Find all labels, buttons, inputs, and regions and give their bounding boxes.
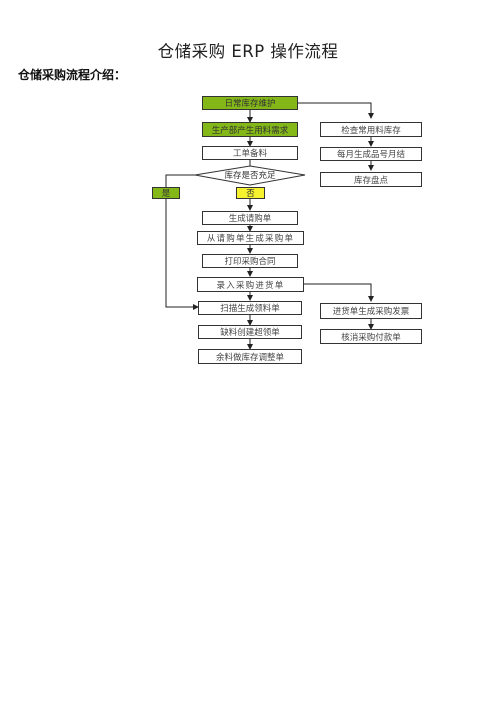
check-common-stock-box: 检查常用料库存 [320,122,422,137]
document-title: 仓储采购 ERP 操作流程 [157,42,339,61]
receipt-invoice-box: 进货单生成采购发票 [320,303,422,319]
surplus-adjust-box: 余料做库存调整单 [198,349,302,364]
scan-pick-list-box: 扫描生成领料单 [198,301,302,315]
work-order-prep-box: 工单备料 [202,146,298,160]
shortage-over-pick-box: 缺料创建超领单 [198,325,302,339]
daily-maintenance-box: 日常库存维护 [202,96,298,110]
stock-sufficient-label: 库存是否充足 [224,171,276,181]
production-demand-box: 生产部产生用料需求 [202,122,298,137]
enter-receipt-box: 录入采购进货单 [197,277,304,292]
no-box: 否 [236,187,265,199]
print-contract-box: 打印采购合同 [202,254,298,268]
yes-box: 是 [152,187,180,199]
stock-count-box: 库存盘点 [320,172,422,187]
stock-sufficient-diamond [194,165,306,186]
monthly-close-box: 每月生成品号月结 [320,147,422,161]
verify-payment-box: 核消采购付款单 [320,329,422,344]
gen-purchase-request-box: 生成请购单 [202,211,298,225]
gen-po-box: 从请购单生成采购单 [197,231,304,245]
section-heading: 仓储采购流程介绍： [18,68,127,82]
